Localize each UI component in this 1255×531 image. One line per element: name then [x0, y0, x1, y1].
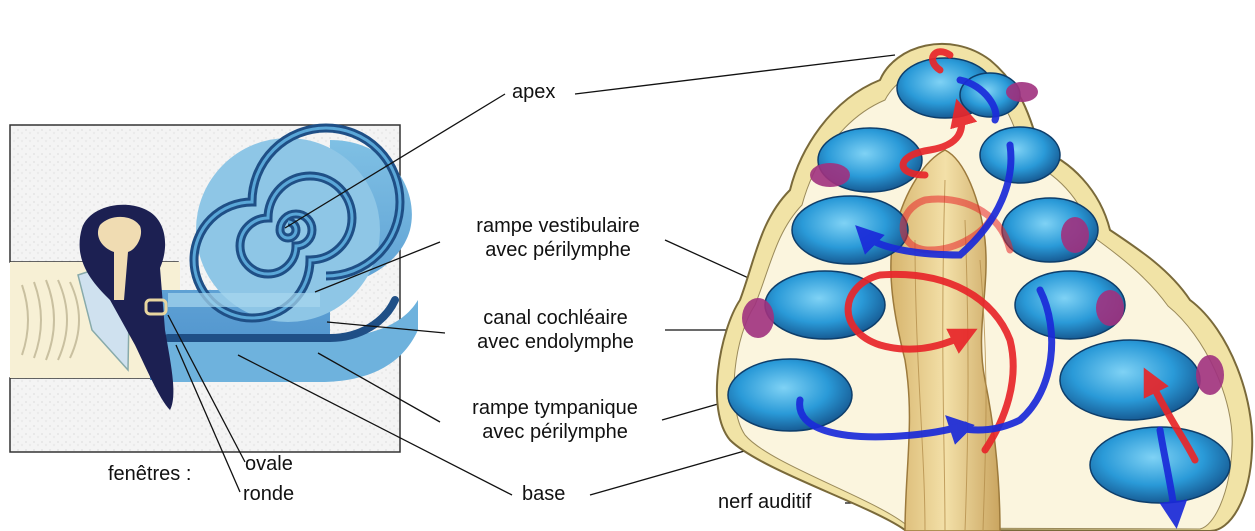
label-rampe-vestibulaire-line2: avec périlymphe — [448, 238, 668, 262]
label-rampe-vestibulaire-line1: rampe vestibulaire — [448, 214, 668, 238]
label-canal-cochleaire-line1: canal cochléaire — [448, 306, 663, 330]
label-base: base — [522, 482, 565, 506]
label-nerf-auditif: nerf auditif — [718, 490, 811, 514]
label-ronde: ronde — [243, 482, 294, 506]
label-canal-cochleaire: canal cochléaire avec endolymphe — [448, 306, 663, 354]
label-fenetres: fenêtres : — [108, 462, 191, 486]
label-rampe-tympanique: rampe tympanique avec périlymphe — [444, 396, 666, 444]
label-canal-cochleaire-line2: avec endolymphe — [448, 330, 663, 354]
label-apex: apex — [512, 80, 555, 104]
label-rampe-tympanique-line1: rampe tympanique — [444, 396, 666, 420]
cross-section — [717, 44, 1252, 531]
label-rampe-tympanique-line2: avec périlymphe — [444, 420, 666, 444]
label-ovale: ovale — [245, 452, 293, 476]
label-rampe-vestibulaire: rampe vestibulaire avec périlymphe — [448, 214, 668, 262]
